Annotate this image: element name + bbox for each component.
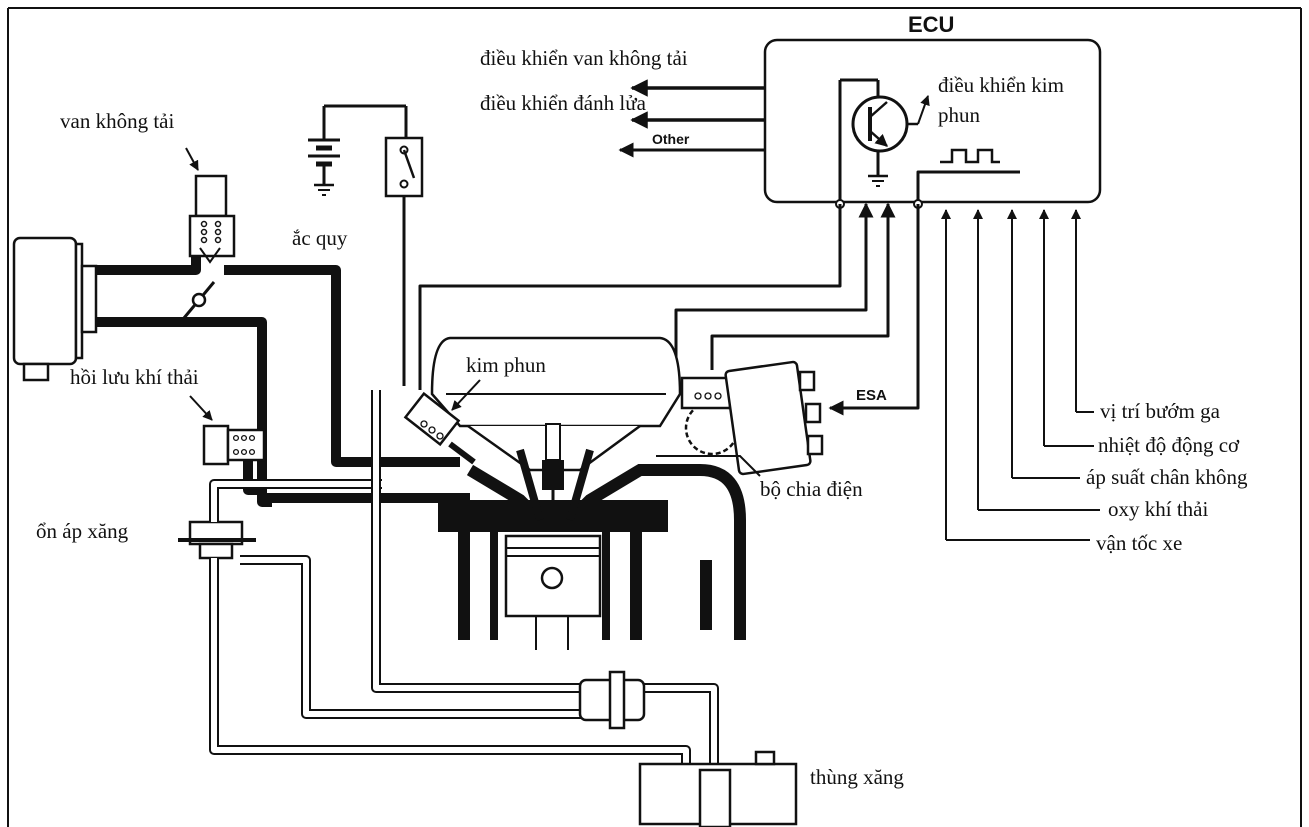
esa-label: ESA bbox=[856, 387, 887, 404]
idle-valve-label: van không tải bbox=[60, 109, 174, 133]
egr-valve: hồi lưu khí thải bbox=[70, 365, 264, 464]
vacuum-pressure-label: áp suất chân không bbox=[1086, 465, 1248, 489]
sensor-inputs: vị trí bướm ga nhiệt độ động cơ áp suất … bbox=[946, 210, 1248, 555]
ecu-block: ECU điều khiển kim phun bbox=[765, 12, 1100, 202]
injector-label: kim phun bbox=[466, 353, 546, 377]
fuel-tank-label: thùng xăng bbox=[810, 765, 904, 789]
fuel-tank: thùng xăng bbox=[640, 752, 904, 827]
ecu-title: ECU bbox=[908, 12, 954, 37]
ignition-control-label: điều khiển đánh lửa bbox=[480, 91, 647, 115]
other-output-label: Other bbox=[652, 131, 690, 147]
distributor-label: bộ chia điện bbox=[760, 477, 863, 501]
idle-valve-control-label: điều khiển van không tải bbox=[480, 46, 688, 70]
fuel-filter bbox=[580, 672, 644, 728]
engine-temp-label: nhiệt độ động cơ bbox=[1098, 433, 1240, 457]
spark-plug-icon bbox=[542, 424, 564, 508]
fuel-pressure-regulator: ổn áp xăng bbox=[36, 519, 256, 558]
vehicle-speed-label: vận tốc xe bbox=[1096, 531, 1182, 555]
ecu-outputs: điều khiển van không tải điều khiển đánh… bbox=[480, 46, 765, 150]
injector-control-label-2: phun bbox=[938, 103, 981, 127]
engine-block bbox=[438, 424, 740, 650]
piston bbox=[506, 536, 600, 650]
relay-switch-icon bbox=[386, 106, 422, 386]
throttle-position-label: vị trí bướm ga bbox=[1100, 399, 1221, 423]
battery-circuit: ắc quy bbox=[292, 106, 422, 386]
battery-label: ắc quy bbox=[292, 226, 348, 250]
injector-control-label-1: điều khiển kim bbox=[938, 73, 1064, 97]
exhaust-oxygen-label: oxy khí thải bbox=[1108, 497, 1208, 521]
idle-valve bbox=[190, 176, 234, 262]
air-cleaner bbox=[14, 238, 96, 380]
egr-label: hồi lưu khí thải bbox=[70, 365, 199, 389]
fuel-regulator-label: ổn áp xăng bbox=[36, 519, 129, 543]
distributor: bộ chia điện bbox=[656, 361, 863, 501]
